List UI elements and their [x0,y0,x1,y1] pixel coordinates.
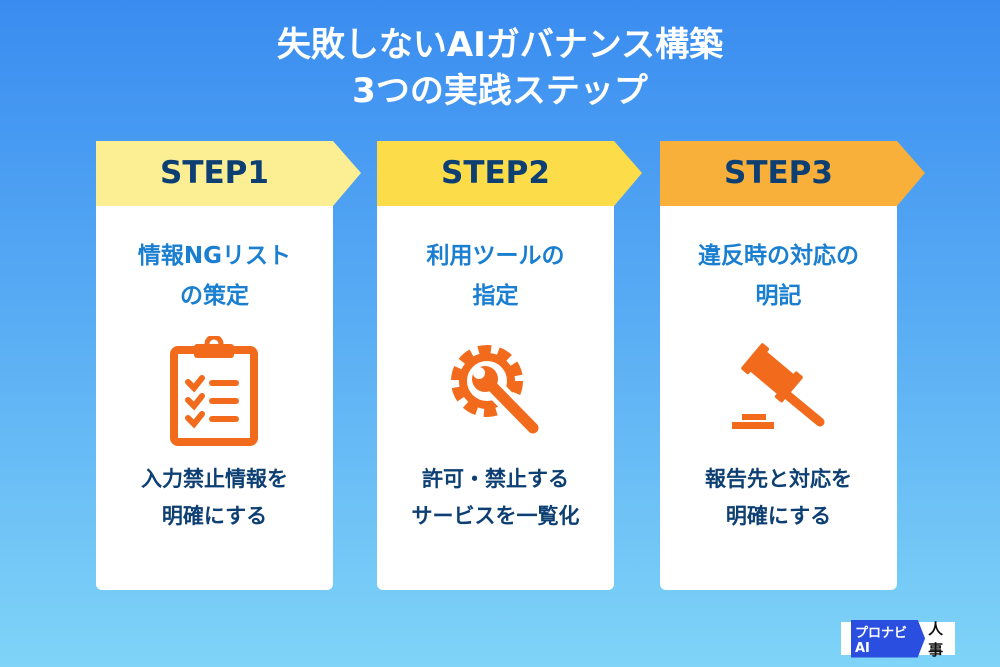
step-heading: 情報NGリストの策定 [137,243,292,309]
step-heading: 違反時の対応の明記 [698,243,859,309]
step-card-3: STEP3 違反時の対応の明記 報告先と対応を明確にする [660,141,925,590]
gavel-icon [732,343,825,429]
step-description: 許可・禁止するサービスを一覧化 [411,467,580,528]
gear-wrench-icon [451,345,543,438]
step-description: 報告先と対応を明確にする [705,467,852,528]
step-heading: 利用ツールの指定 [426,243,565,309]
step-ribbon: STEP2 [377,141,642,206]
step-description: 入力禁止情報を明確にする [141,467,288,528]
step-ribbon: STEP1 [96,141,361,206]
page-title: 失敗しないAIガバナンス構築 3つの実践ステップ [276,25,724,111]
step-ribbon: STEP3 [660,141,925,206]
step-card-1: STEP1 情報NGリストの策定 入力禁止情報を明確にする [96,141,361,590]
step-card-2: STEP2 利用ツールの指定 許可・禁止するサービスを一覧化 [377,141,642,590]
clipboard-checklist-icon [170,336,258,446]
